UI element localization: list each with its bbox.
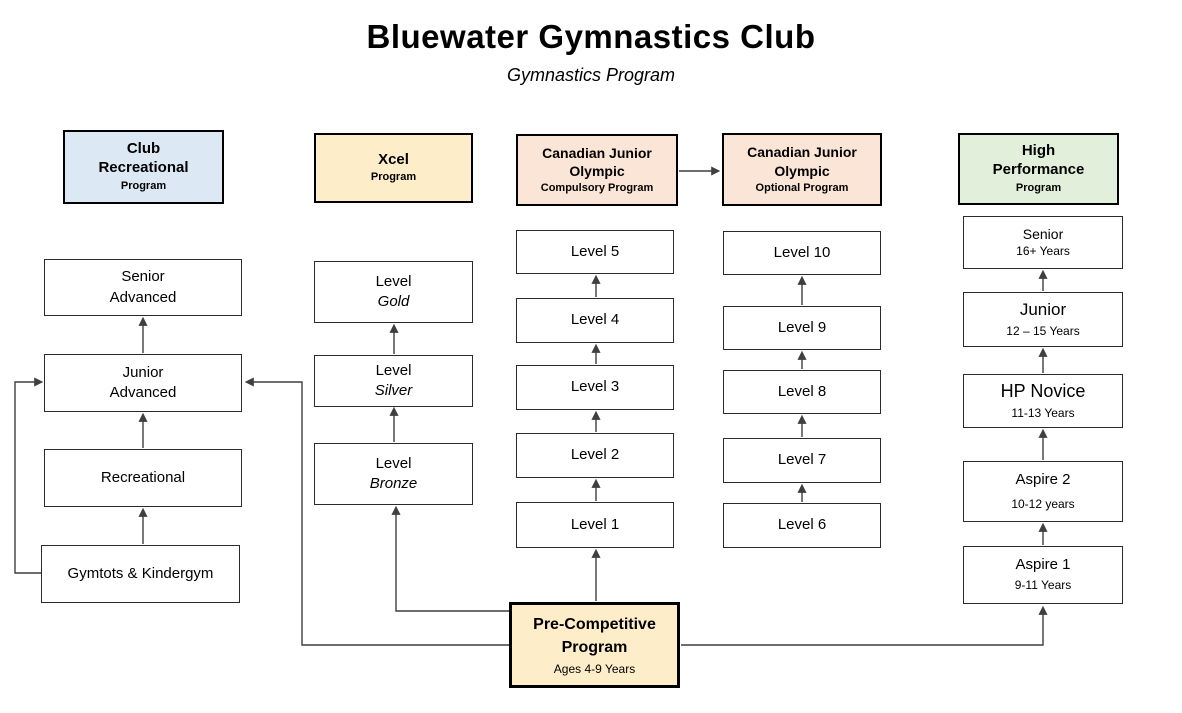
level-label: Recreational — [100, 468, 186, 486]
header-title-line1: Canadian Junior — [542, 144, 652, 161]
level-label: Junior — [1019, 299, 1067, 319]
box-level-8: Level 8 — [723, 370, 881, 414]
page-title: Bluewater Gymnastics Club — [366, 18, 816, 55]
arrow-precompetitive-to-junior-advanced — [244, 377, 509, 646]
level-label-line2: Bronze — [369, 475, 418, 492]
header-title-line1: Xcel — [378, 150, 409, 168]
level-label: Level 5 — [570, 242, 620, 260]
box-aspire-2: Aspire 2 10-12 years — [963, 461, 1123, 522]
level-label-line2: Advanced — [109, 384, 177, 401]
box-level-6: Level 6 — [723, 503, 881, 548]
level-label: Aspire 1 — [1015, 556, 1071, 574]
box-level-9: Level 9 — [723, 306, 881, 350]
box-hp-junior: Junior 12 – 15 Years — [963, 292, 1123, 347]
level-label: Senior — [1022, 225, 1064, 242]
header-title-line2: Recreational — [98, 159, 189, 177]
level-label-line1: Level — [375, 454, 412, 472]
precompetitive-title-line1: Pre-Competitive — [533, 616, 656, 634]
level-label: Aspire 2 — [1015, 470, 1071, 488]
level-label: Level 7 — [777, 451, 827, 469]
box-level-2: Level 2 — [516, 433, 674, 478]
precompetitive-ages: Ages 4-9 Years — [553, 661, 636, 676]
box-gymtots-kindergym: Gymtots & Kindergym — [41, 545, 240, 603]
header-club-recreational-program: Club Recreational Program — [63, 130, 224, 204]
header-title-line2: Olympic — [569, 163, 625, 180]
box-level-4: Level 4 — [516, 298, 674, 343]
box-level-3: Level 3 — [516, 365, 674, 410]
box-level-silver: Level Silver — [314, 355, 473, 407]
level-label-line1: Junior — [122, 363, 164, 381]
header-title-line2: Performance — [992, 161, 1085, 179]
arrow-precompetitive-to-aspire1 — [681, 605, 1048, 646]
header-cjo-compulsory-program: Canadian Junior Olympic Compulsory Progr… — [516, 134, 678, 206]
header-subtitle: Compulsory Program — [540, 182, 654, 195]
box-aspire-1: Aspire 1 9-11 Years — [963, 546, 1123, 604]
page-subtitle: Gymnastics Program — [506, 65, 676, 85]
level-label-line2: Advanced — [109, 288, 177, 306]
level-label: Level 2 — [570, 446, 620, 464]
box-hp-novice: HP Novice 11-13 Years — [963, 374, 1123, 428]
level-label-line1: Level — [375, 272, 412, 290]
level-label-line2: Gold — [377, 293, 410, 310]
level-ages: 16+ Years — [1016, 244, 1070, 259]
precompetitive-title-line2: Program — [561, 639, 628, 657]
header-xcel-program: Xcel Program — [314, 133, 473, 203]
box-precompetitive-program: Pre-Competitive Program Ages 4-9 Years — [509, 602, 680, 688]
box-level-10: Level 10 — [723, 231, 881, 275]
box-level-1: Level 1 — [516, 502, 674, 548]
level-label: HP Novice — [1000, 380, 1086, 401]
box-senior-advanced: Senior Advanced — [44, 259, 242, 316]
box-level-7: Level 7 — [723, 438, 881, 483]
level-ages: 11-13 Years — [1011, 406, 1075, 421]
level-label: Level 3 — [570, 378, 620, 396]
header-subtitle: Program — [370, 171, 417, 184]
level-label-line2: Silver — [374, 382, 413, 399]
arrow-gymtots-to-junior-advanced — [14, 377, 44, 574]
box-junior-advanced: Junior Advanced — [44, 354, 242, 412]
level-ages: 9-11 Years — [1014, 578, 1072, 593]
box-hp-senior: Senior 16+ Years — [963, 216, 1123, 269]
box-level-bronze: Level Bronze — [314, 443, 473, 505]
level-label: Level 4 — [570, 311, 620, 329]
header-title-line1: High — [1021, 142, 1056, 160]
level-label-line1: Level — [375, 361, 412, 379]
header-title-line1: Club — [126, 140, 161, 158]
arrow-precompetitive-to-bronze — [391, 505, 509, 612]
level-label: Level 9 — [777, 318, 827, 336]
header-high-performance-program: High Performance Program — [958, 133, 1119, 205]
box-level-gold: Level Gold — [314, 261, 473, 323]
level-label: Gymtots & Kindergym — [67, 564, 214, 582]
header-title-line2: Olympic — [774, 162, 830, 179]
title-block: Bluewater Gymnastics Club Gymnastics Pro… — [0, 18, 1182, 86]
header-subtitle: Program — [1015, 181, 1062, 194]
level-ages: 12 – 15 Years — [1006, 324, 1080, 339]
level-label: Level 1 — [570, 515, 620, 533]
level-label: Level 8 — [777, 382, 827, 400]
level-ages: 10-12 years — [1011, 496, 1075, 511]
header-title-line1: Canadian Junior — [747, 144, 857, 161]
header-subtitle: Optional Program — [755, 181, 849, 194]
box-recreational: Recreational — [44, 449, 242, 507]
level-label: Level 10 — [773, 243, 831, 261]
header-subtitle: Program — [120, 179, 167, 192]
header-cjo-optional-program: Canadian Junior Olympic Optional Program — [722, 133, 882, 206]
level-label-line1: Senior — [121, 268, 165, 286]
box-level-5: Level 5 — [516, 230, 674, 274]
level-label: Level 6 — [777, 516, 827, 534]
